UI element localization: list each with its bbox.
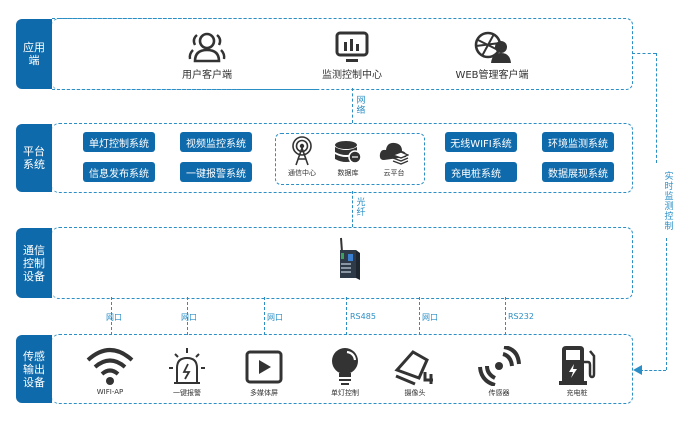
connector-app-platform (352, 88, 353, 123)
connector-port-5 (419, 297, 420, 335)
platform-center-box (275, 133, 425, 185)
system-data-display[interactable]: 数据展现系统 (542, 162, 614, 182)
layer-label-platform: 平台系统 (16, 124, 52, 192)
signal-tower-icon (292, 136, 312, 166)
connector-label-network: 网络 (356, 96, 366, 116)
sensing-item-label: WIFI-AP (96, 388, 124, 396)
layer-platform-box (52, 123, 633, 193)
users-icon (188, 32, 226, 63)
sensing-item-camera: 摄像头 (392, 346, 438, 398)
port-label: 网口 (267, 313, 283, 322)
layer-label-application: 应用端 (16, 19, 52, 89)
wifi-icon (86, 348, 134, 385)
layer-application-box (52, 18, 633, 90)
ev-charger-icon (559, 346, 596, 385)
arrow-left-icon (633, 365, 642, 375)
connector-port-1 (111, 297, 112, 335)
sensing-item-alarm: 一键报警 (164, 346, 210, 398)
layer-label-text: 通信控制设备 (23, 243, 45, 283)
app-item-label: 监测控制中心 (322, 70, 382, 81)
connector-platform-comm (352, 191, 353, 227)
center-label: 云平台 (383, 169, 405, 177)
system-info-publish[interactable]: 信息发布系统 (83, 162, 155, 182)
sensing-item-label: 单灯控制 (331, 389, 359, 397)
port-label: 网口 (106, 313, 122, 322)
system-emergency-alarm[interactable]: 一键报警系统 (180, 162, 252, 182)
cloud-icon (379, 142, 409, 165)
camera-icon (394, 350, 433, 386)
sensing-item-label: 充电桩 (566, 389, 588, 397)
port-label: RS485 (350, 312, 376, 321)
layer-label-text: 应用端 (23, 41, 45, 67)
app-item-monitor-center: 监测控制中心 (312, 30, 392, 81)
app-item-web-client: WEB管理客户端 (444, 30, 540, 81)
center-comm: 通信中心 (280, 136, 324, 178)
app-item-label: 用户客户端 (182, 70, 232, 81)
realtime-connector-lower (666, 238, 667, 370)
layer-sensing-box (52, 334, 633, 404)
realtime-connector-bottom (640, 370, 666, 371)
port-label: RS232 (508, 312, 534, 321)
realtime-connector-upper (656, 53, 657, 163)
system-ev-charger[interactable]: 充电桩系统 (445, 162, 517, 182)
monitor-chart-icon (335, 31, 369, 62)
sensing-item-label: 传感器 (488, 389, 510, 397)
layer-label-text: 传感输出设备 (23, 349, 45, 389)
sensing-item-label: 多媒体屏 (250, 389, 278, 397)
layer-label-sensing: 传感输出设备 (16, 335, 52, 403)
app-item-label: WEB管理客户端 (455, 70, 529, 81)
sensing-item-sensor: 传感器 (476, 346, 522, 398)
layer-label-communication: 通信控制设备 (16, 228, 52, 298)
port-label: 网口 (181, 313, 197, 322)
connector-label-fiber: 光纤 (356, 198, 366, 218)
globe-user-icon (474, 31, 511, 63)
sensor-icon (478, 346, 521, 386)
center-database: 数据库 (326, 140, 370, 178)
realtime-label: 实时监测控制 (664, 172, 674, 232)
connector-port-3 (264, 297, 265, 335)
router-icon (340, 237, 360, 280)
system-single-light[interactable]: 单灯控制系统 (83, 132, 155, 152)
media-screen-icon (245, 350, 283, 384)
sensing-item-label: 摄像头 (404, 389, 426, 397)
system-video-monitor[interactable]: 视频监控系统 (180, 132, 252, 152)
center-label: 通信中心 (288, 169, 316, 177)
layer-communication-box (52, 227, 633, 299)
center-cloud: 云平台 (372, 140, 416, 178)
sensing-item-light: 单灯控制 (322, 346, 368, 398)
connector-port-4 (346, 297, 347, 335)
sensing-item-label: 一键报警 (173, 389, 201, 397)
sensing-item-wifi: WIFI-AP (82, 346, 138, 396)
port-label: 网口 (422, 313, 438, 322)
realtime-connector-top (632, 53, 656, 54)
layer-label-text: 平台系统 (23, 145, 45, 171)
alarm-light-icon (169, 348, 205, 384)
sensing-item-media-screen: 多媒体屏 (238, 346, 290, 398)
system-env-monitor[interactable]: 环境监测系统 (542, 132, 614, 152)
app-item-user-client: 用户客户端 (177, 30, 237, 81)
sensing-item-ev-charger: 充电桩 (554, 344, 600, 398)
connector-port-6 (505, 297, 506, 335)
connector-port-2 (187, 297, 188, 335)
system-wireless-wifi[interactable]: 无线WIFI系统 (445, 132, 517, 152)
database-icon (335, 141, 362, 164)
center-label: 数据库 (337, 169, 359, 177)
light-bulb-icon (332, 348, 358, 385)
